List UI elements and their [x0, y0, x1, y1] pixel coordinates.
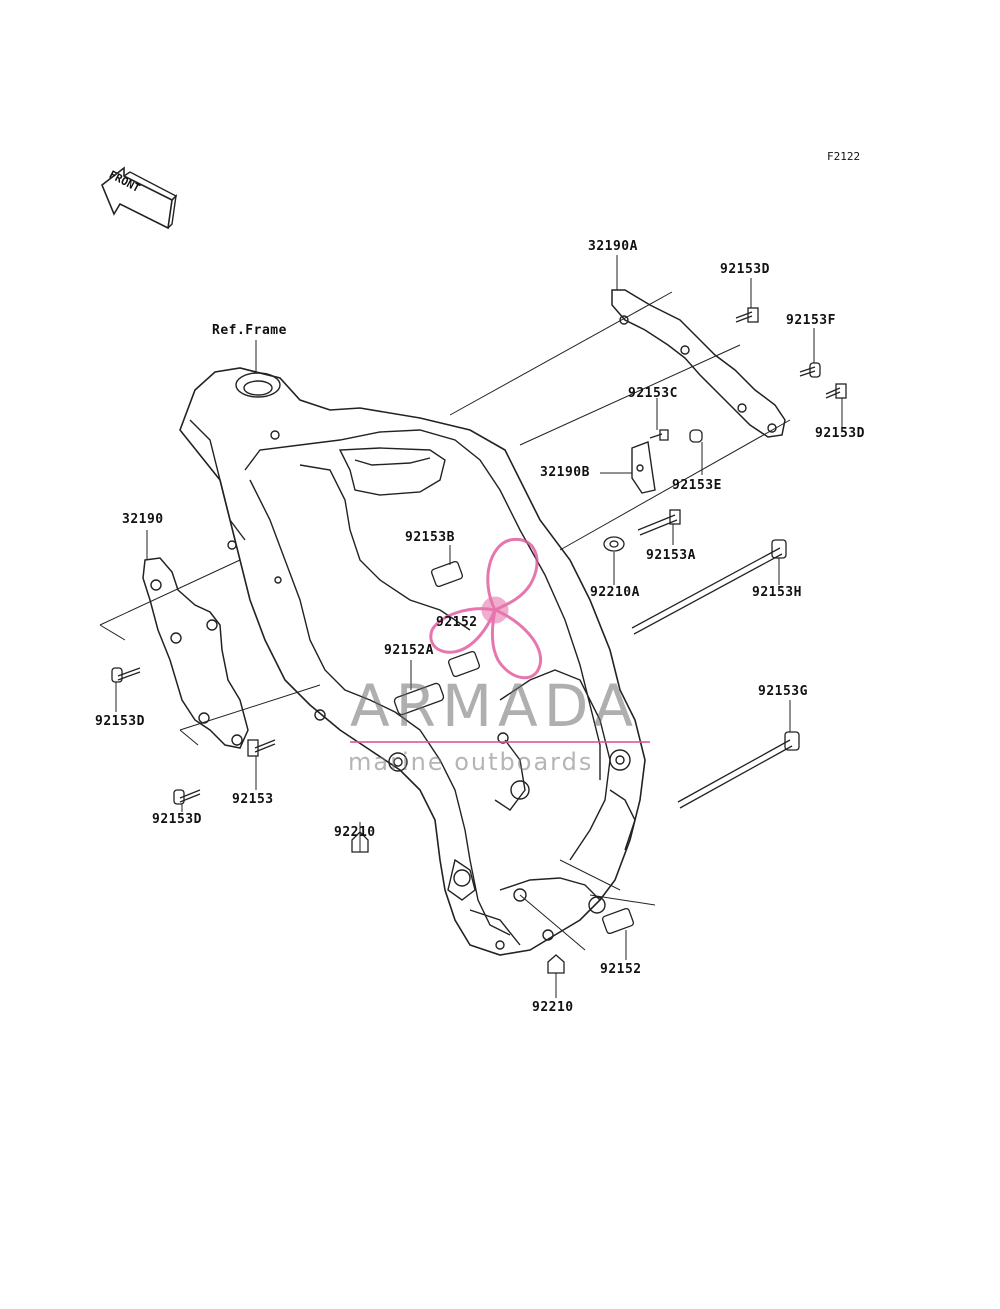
label-92153B: 92153B	[405, 530, 455, 545]
main-frame	[179, 367, 646, 956]
leader-lines	[99, 255, 843, 998]
label-92153D-top: 92153D	[720, 262, 770, 277]
label-92153E: 92153E	[672, 478, 722, 493]
front-arrow-icon	[101, 166, 178, 230]
label-92152-mid: 92152	[436, 615, 478, 630]
bracket-32190B	[631, 441, 656, 494]
label-ref-frame: Ref.Frame	[212, 323, 287, 338]
label-32190: 32190	[122, 512, 164, 527]
label-32190B: 32190B	[540, 465, 590, 480]
label-92153: 92153	[232, 792, 274, 807]
watermark-tagline: marine outboards	[348, 748, 594, 776]
watermark-brand: ARMADA	[350, 672, 640, 740]
watermark-propeller-icon	[350, 537, 650, 743]
label-92210A: 92210A	[590, 585, 640, 600]
label-92210-bottom: 92210	[532, 1000, 574, 1015]
label-92210-mid: 92210	[334, 825, 376, 840]
bracket-32190	[142, 557, 249, 749]
label-92153A: 92153A	[646, 548, 696, 563]
fasteners	[111, 307, 847, 974]
label-92152-bottom: 92152	[600, 962, 642, 977]
label-92153D-left: 92153D	[95, 714, 145, 729]
label-92153H: 92153H	[752, 585, 802, 600]
label-92153D-bottom: 92153D	[152, 812, 202, 827]
label-32190A: 32190A	[588, 239, 638, 254]
label-92153G: 92153G	[758, 684, 808, 699]
label-92153D-right: 92153D	[815, 426, 865, 441]
label-92152A: 92152A	[384, 643, 434, 658]
label-92153C: 92153C	[628, 386, 678, 401]
diagram-code: F2122	[827, 150, 861, 163]
label-92153F: 92153F	[786, 313, 836, 328]
